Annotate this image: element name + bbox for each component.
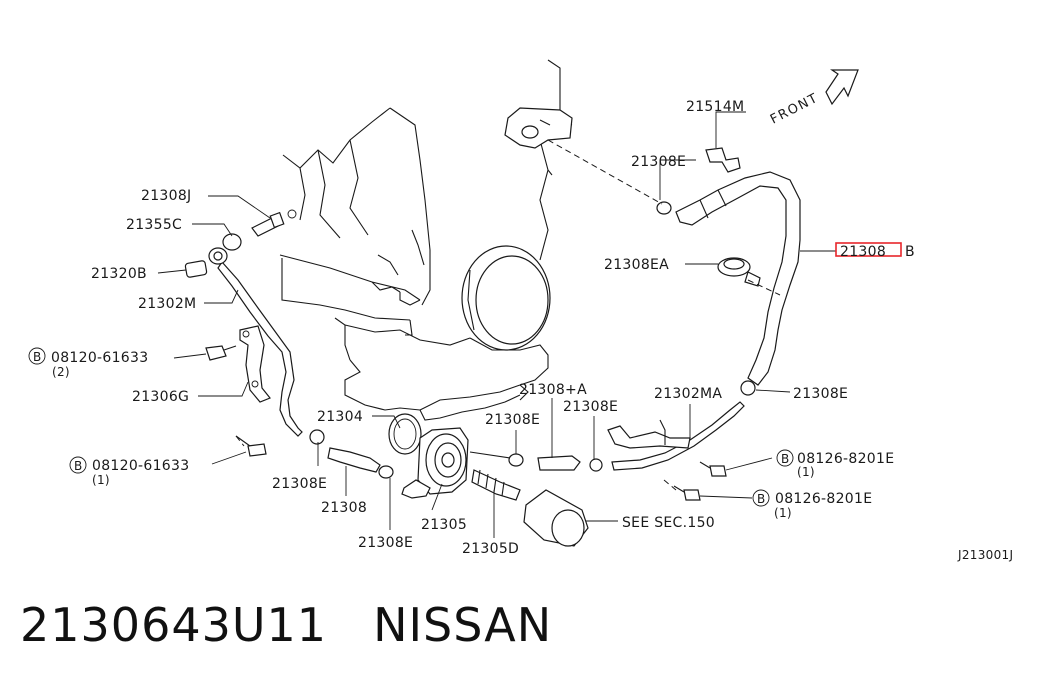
bolt-symbol-2 — [69, 456, 87, 474]
label-21355C: 21355C — [126, 217, 182, 233]
label-21305D: 21305D — [462, 541, 519, 557]
alignment-lines — [235, 139, 781, 491]
label-21306G: 21306G — [132, 389, 189, 405]
highlighted-part-box — [835, 242, 902, 257]
engine-block-outline — [279, 59, 573, 421]
label-see-sec-150: SEE SEC.150 — [622, 515, 715, 531]
label-21305: 21305 — [421, 517, 467, 533]
label-21304: 21304 — [317, 409, 363, 425]
label-08126-8201E-a-qty: (1) — [797, 465, 815, 479]
label-08120-61633-b: 08120-61633 — [92, 458, 189, 474]
upper-bracket — [504, 107, 573, 149]
connector-21305D — [471, 469, 521, 501]
right-bolts — [673, 461, 727, 501]
lower-hoses — [327, 447, 431, 499]
leader-lines — [157, 111, 836, 538]
bolt-symbol-1 — [28, 347, 46, 365]
label-21514M: 21514M — [686, 99, 744, 115]
label-21320B: 21320B — [91, 266, 147, 282]
label-08120-61633-a-qty: (2) — [52, 365, 70, 379]
tube-21302MA — [607, 401, 745, 471]
label-21308E-bottom: 21308E — [358, 535, 413, 551]
clamp-21308EA — [717, 257, 761, 287]
label-08120-61633-a: 08120-61633 — [51, 350, 148, 366]
label-21308E-top: 21308E — [631, 154, 686, 170]
label-21308-suffix: B — [905, 244, 915, 260]
clamps — [222, 201, 756, 479]
part-number: 2130643U11 — [20, 598, 328, 652]
label-21308E-mid-right: 21308E — [563, 399, 618, 415]
bolt-symbol-4-text: B — [757, 492, 766, 506]
label-21308EA: 21308EA — [604, 257, 669, 273]
label-08126-8201E-b-qty: (1) — [774, 506, 792, 520]
brand-name: NISSAN — [373, 598, 553, 652]
label-21308: 21308 — [321, 500, 367, 516]
bolt-symbol-2-text: B — [74, 459, 83, 473]
bolt-symbol-3 — [776, 449, 794, 467]
label-08120-61633-b-qty: (1) — [92, 473, 110, 487]
hose-bracket — [705, 147, 741, 173]
bolt-symbol-1-text: B — [33, 350, 42, 364]
oil-cooler-21305 — [417, 427, 469, 495]
union-bolt — [184, 209, 297, 278]
bracket-21306G — [239, 325, 271, 403]
label-08126-8201E-a: 08126-8201E — [797, 451, 894, 467]
label-21308E-left: 21308E — [272, 476, 327, 492]
oil-filter — [523, 489, 589, 547]
label-21308-highlighted: 21308 — [840, 244, 886, 260]
upper-water-hose — [675, 171, 801, 386]
bolt-symbol-4 — [752, 489, 770, 507]
label-08126-8201E-b: 08126-8201E — [775, 491, 872, 507]
footer-caption: 2130643U11 NISSAN — [20, 598, 552, 652]
front-arrow: FRONT — [768, 69, 859, 128]
label-21302MA: 21302MA — [654, 386, 722, 402]
pulley — [461, 245, 551, 351]
label-21302M: 21302M — [138, 296, 196, 312]
part-labels: 21514M 21308E 21308 B 21308EA 21308J 213… — [28, 99, 1013, 562]
tube-21302M — [208, 247, 303, 437]
left-bolts — [205, 345, 267, 457]
label-21308E-right: 21308E — [793, 386, 848, 402]
diagram-code: J213001J — [957, 548, 1013, 562]
hose-21308A — [469, 451, 581, 471]
front-label: FRONT — [768, 91, 821, 128]
gasket-21304 — [388, 413, 422, 455]
bolt-symbol-3-text: B — [781, 452, 790, 466]
label-21308E-mid: 21308E — [485, 412, 540, 428]
label-21308A: 21308+A — [519, 382, 587, 398]
label-21308J: 21308J — [141, 188, 191, 204]
